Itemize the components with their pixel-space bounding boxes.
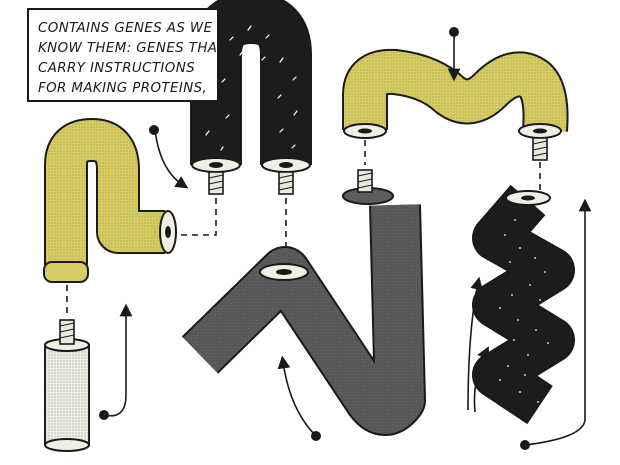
- gray-bent-protein: [181, 169, 426, 436]
- caption-line-3: CARRY INSTRUCTIONS: [38, 61, 196, 76]
- dashed-connectors: [66, 140, 541, 315]
- yellow-hook-protein: [43, 118, 177, 283]
- caption-box: CONTAINS GENES AS WE KNOW THEM: GENES TH…: [27, 8, 225, 102]
- caption-line-1: CONTAINS GENES AS WE: [38, 21, 213, 36]
- caption-line-2: KNOW THEM: GENES THAT: [38, 41, 225, 56]
- yellow-wave-protein: [342, 48, 569, 161]
- caption-line-4: FOR MAKING PROTEINS,: [38, 81, 208, 96]
- light-cylinder-protein: [44, 319, 90, 452]
- arrow-dots: [99, 27, 530, 450]
- black-zigzag-protein: [472, 184, 575, 425]
